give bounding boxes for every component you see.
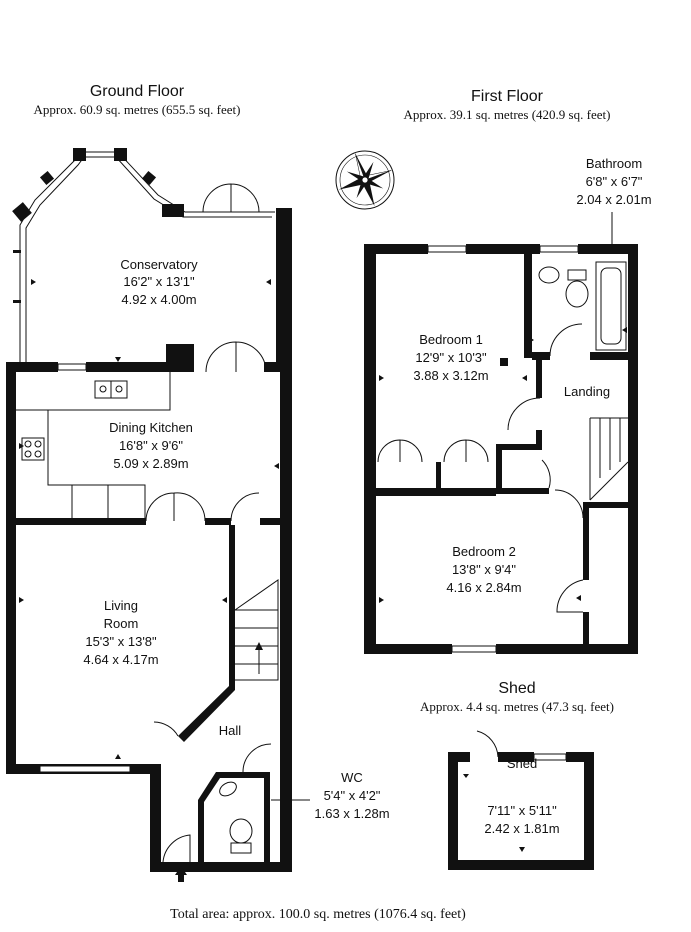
dimension-markers <box>19 279 627 852</box>
landing-staircase <box>589 417 629 501</box>
hall-name: Hall <box>219 723 242 738</box>
first-floor-title: First Floor <box>471 88 544 105</box>
bedroom2-imperial: 13'8" x 9'4" <box>452 562 516 577</box>
wc-imperial: 5'4" x 4'2" <box>324 788 381 803</box>
shed-title: Shed <box>498 680 535 697</box>
compass-rose-icon <box>335 150 395 210</box>
ground-floor-area: Approx. 60.9 sq. metres (655.5 sq. feet) <box>34 102 241 117</box>
ground-floor-plan <box>6 148 292 882</box>
first-floor-area: Approx. 39.1 sq. metres (420.9 sq. feet) <box>404 107 611 122</box>
conservatory-imperial: 16'2" x 13'1" <box>123 274 195 289</box>
ground-floor-title: Ground Floor <box>90 83 185 100</box>
wardrobes <box>377 439 489 490</box>
dining-kitchen-name: Dining Kitchen <box>109 420 193 435</box>
entrance-arrow-icon <box>175 866 187 882</box>
bedroom2-metric: 4.16 x 2.84m <box>446 580 521 595</box>
dining-kitchen-imperial: 16'8" x 9'6" <box>119 438 183 453</box>
first-floor-plan <box>364 244 638 654</box>
shed-imperial: 7'11" x 5'11" <box>487 803 557 818</box>
total-area: Total area: approx. 100.0 sq. metres (10… <box>170 907 466 922</box>
conservatory-metric: 4.92 x 4.00m <box>121 292 196 307</box>
landing-name: Landing <box>564 384 610 399</box>
bathroom-fixtures <box>538 261 627 351</box>
living-room-metric: 4.64 x 4.17m <box>83 652 158 667</box>
bathroom-name: Bathroom <box>586 156 642 171</box>
wc-metric: 1.63 x 1.28m <box>314 806 389 821</box>
bedroom1-metric: 3.88 x 3.12m <box>413 368 488 383</box>
staircase <box>234 579 279 681</box>
wc-fixtures <box>219 781 253 854</box>
conservatory-name: Conservatory <box>120 257 198 272</box>
bedroom1-name: Bedroom 1 <box>419 332 483 347</box>
conservatory-glazing <box>12 148 292 362</box>
bedroom1-imperial: 12'9" x 10'3" <box>415 350 487 365</box>
living-room-imperial: 15'3" x 13'8" <box>85 634 157 649</box>
kitchen-units <box>16 372 171 518</box>
living-room-name-1: Living <box>104 598 138 613</box>
bathroom-metric: 2.04 x 2.01m <box>576 192 651 207</box>
shed-area: Approx. 4.4 sq. metres (47.3 sq. feet) <box>420 699 614 714</box>
living-room-name-2: Room <box>104 616 139 631</box>
bedroom2-name: Bedroom 2 <box>452 544 516 559</box>
shed-name: Shed <box>507 756 537 771</box>
dining-kitchen-metric: 5.09 x 2.89m <box>113 456 188 471</box>
shed-plan <box>448 730 594 870</box>
wc-name: WC <box>341 770 363 785</box>
shed-metric: 2.42 x 1.81m <box>484 821 559 836</box>
bathroom-imperial: 6'8" x 6'7" <box>586 174 643 189</box>
